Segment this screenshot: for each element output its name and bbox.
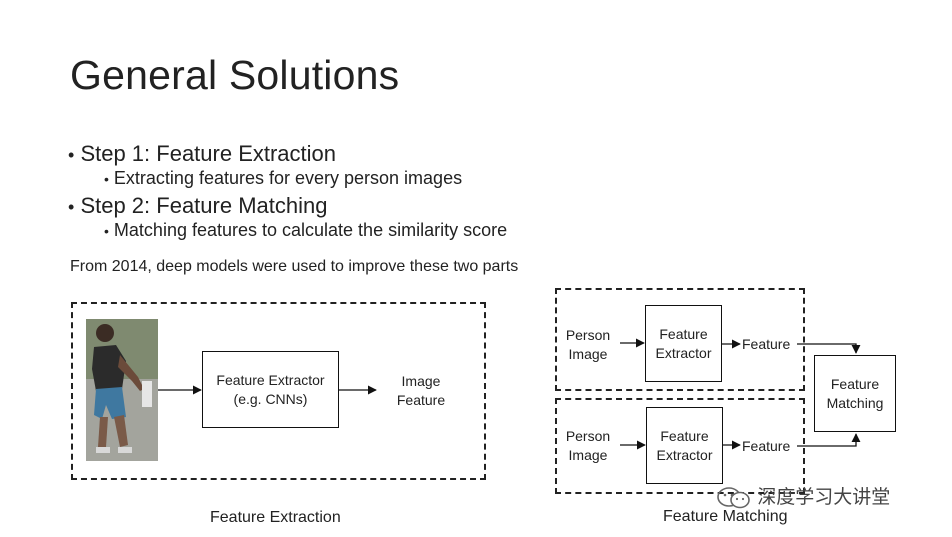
bullet-step-2-sub: • Matching features to calculate the sim…	[104, 220, 507, 241]
bullet-dot: •	[68, 145, 75, 165]
intro-text: From 2014, deep models were used to impr…	[70, 258, 519, 275]
bullet-step-1-sub: • Extracting features for every person i…	[104, 168, 462, 189]
feature-extractor-box: Feature Extractor (e.g. CNNs)	[202, 351, 339, 428]
feature-matching-box: Feature Matching	[814, 355, 896, 432]
step-2-label: Step 2: Feature Matching	[80, 193, 328, 218]
matching-caption: Feature Matching	[663, 508, 788, 525]
bullet-step-1: • Step 1: Feature Extraction	[68, 141, 336, 167]
step-1-label: Step 1: Feature Extraction	[80, 141, 337, 166]
person-image	[86, 319, 158, 461]
person-image-label-1: Person Image	[565, 327, 611, 362]
step-2-sub: Matching features to calculate the simil…	[113, 220, 508, 240]
step-1-sub: Extracting features for every person ima…	[113, 168, 463, 188]
arrow-feature-1-to-matching	[797, 343, 861, 354]
watermark-text: 深度学习大讲堂	[757, 487, 891, 508]
arrow-feature-2-to-matching	[797, 433, 861, 447]
extraction-caption: Feature Extraction	[210, 509, 341, 526]
watermark: 深度学习大讲堂	[716, 482, 890, 510]
feature-label-2: Feature	[742, 438, 791, 454]
feature-extractor-box-2: Feature Extractor	[646, 407, 723, 484]
person-image-label-2: Person Image	[565, 428, 611, 463]
bullet-step-2: • Step 2: Feature Matching	[68, 193, 327, 219]
image-feature-label: Image Feature	[396, 373, 446, 408]
feature-extractor-box-1: Feature Extractor	[645, 305, 722, 382]
extraction-diagram-frame	[71, 302, 486, 480]
slide-title: General Solutions	[70, 52, 400, 98]
person-photo-illustration	[86, 319, 158, 461]
bullet-dot: •	[104, 223, 109, 239]
matching-branch-1-frame	[555, 288, 805, 391]
wechat-icon	[717, 487, 750, 509]
feature-label-1: Feature	[742, 336, 791, 352]
bullet-dot: •	[104, 171, 109, 187]
bullet-dot: •	[68, 197, 75, 217]
